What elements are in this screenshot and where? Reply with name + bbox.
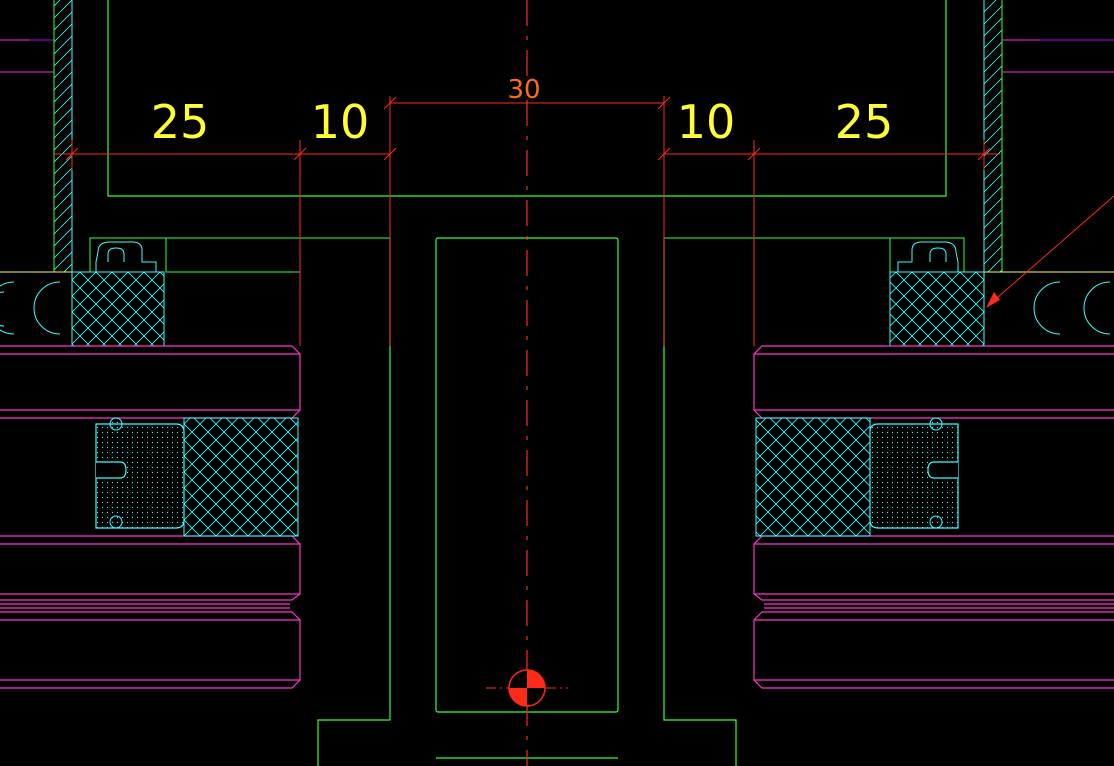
seal-top-left xyxy=(71,271,165,347)
edge-arcs-left xyxy=(0,281,61,335)
leader-arrow xyxy=(986,195,1114,308)
dim-center: 30 xyxy=(507,75,540,105)
dim-right-inner: 10 xyxy=(677,95,736,149)
gasket-clip-right xyxy=(897,241,959,273)
right-wall xyxy=(983,0,1114,273)
gasket-clip-left xyxy=(95,241,157,273)
dim-left-outer: 25 xyxy=(151,95,210,149)
seal-top-right xyxy=(889,271,985,347)
spacer-left xyxy=(95,417,185,529)
dimension-lines xyxy=(54,96,1000,346)
edge-arcs-right xyxy=(1033,281,1111,335)
centroid-marker xyxy=(486,669,568,707)
left-wall xyxy=(0,0,73,273)
sealant-left xyxy=(183,417,299,537)
glass-panels-left xyxy=(0,345,301,689)
dim-left-inner: 10 xyxy=(311,95,370,149)
spacer-right xyxy=(869,417,959,529)
dim-right-outer: 25 xyxy=(835,95,894,149)
sealant-right xyxy=(755,417,871,537)
